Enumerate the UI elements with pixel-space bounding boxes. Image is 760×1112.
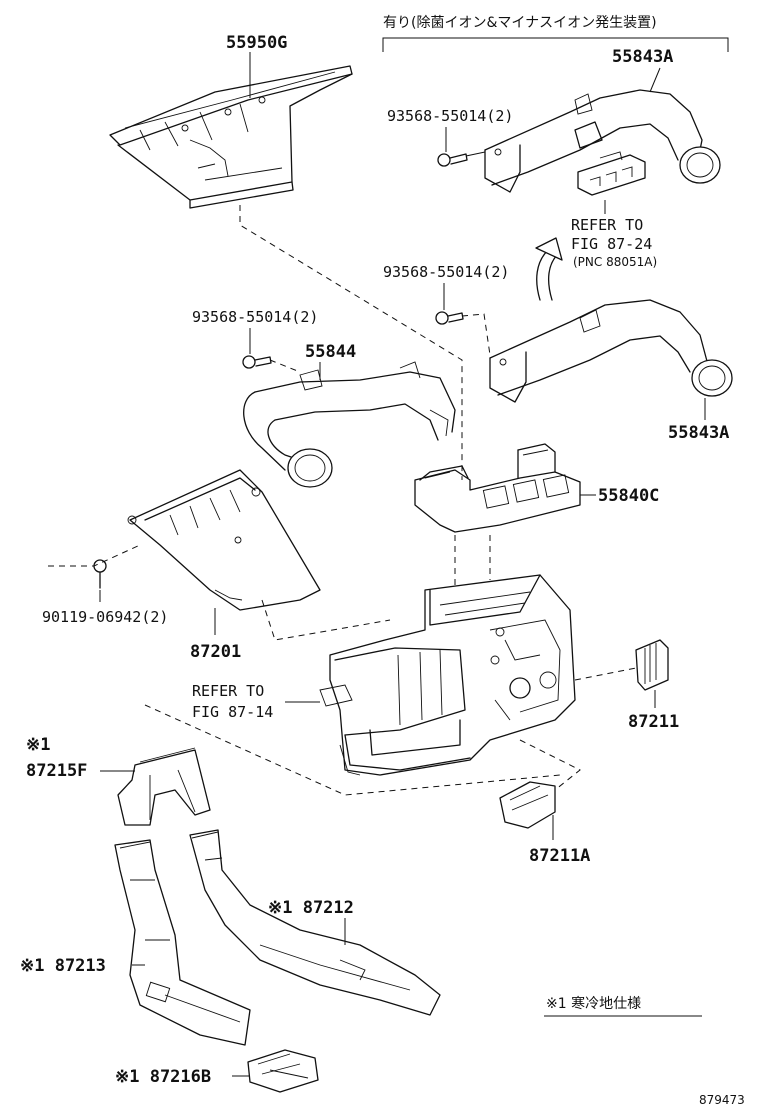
label-87211A: 87211A bbox=[529, 846, 590, 866]
dash-87201 bbox=[261, 599, 391, 641]
leader-55843A-top bbox=[649, 67, 661, 93]
label-55843A-bottom: 55843A bbox=[668, 423, 729, 443]
label-90119: 90119-06942(2) bbox=[42, 608, 168, 626]
duct-87215F bbox=[117, 747, 211, 826]
bolt-mid bbox=[435, 311, 464, 325]
duct-55844 bbox=[243, 361, 456, 488]
panel-55950G bbox=[109, 65, 353, 209]
label-55844: 55844 bbox=[305, 342, 356, 362]
bolt-top bbox=[437, 153, 468, 167]
dash-90119 bbox=[48, 544, 141, 567]
legend-cold-region: ※1 寒冷地仕様 bbox=[546, 995, 641, 1012]
diagram-id: 879473 bbox=[699, 1093, 745, 1107]
duct-87201 bbox=[127, 469, 321, 611]
label-87201: 87201 bbox=[190, 642, 241, 662]
register-55840C bbox=[414, 443, 581, 533]
label-87213: ※1 87213 bbox=[20, 956, 106, 976]
dash-cold-parts bbox=[144, 704, 561, 796]
label-bolt-left: 93568-55014(2) bbox=[192, 308, 318, 326]
label-bolt-top: 93568-55014(2) bbox=[387, 107, 513, 125]
label-87211: 87211 bbox=[628, 712, 679, 732]
header-bracket bbox=[382, 37, 729, 52]
duct-87212 bbox=[189, 829, 441, 1016]
curved-arrow bbox=[535, 237, 563, 301]
refer-87-24-line1: REFER TO bbox=[571, 216, 643, 234]
label-87216B: ※1 87216B bbox=[115, 1067, 211, 1087]
dash-bolt-left bbox=[269, 359, 301, 373]
label-55950G: 55950G bbox=[226, 33, 287, 53]
mark1-87215F: ※1 bbox=[26, 735, 50, 755]
duct-55843A-upper bbox=[484, 89, 721, 193]
refer-87-14-line2: FIG 87-14 bbox=[192, 703, 273, 721]
refer-87-14-line1: REFER TO bbox=[192, 682, 264, 700]
hvac-unit bbox=[319, 574, 576, 776]
bolt-left bbox=[242, 355, 272, 369]
part-87211 bbox=[635, 639, 669, 691]
dash-87211 bbox=[574, 667, 637, 681]
header-note: 有り(除菌イオン&マイナスイオン発生装置) bbox=[383, 15, 657, 31]
part-87216B bbox=[247, 1049, 319, 1093]
ion-generator bbox=[577, 151, 646, 196]
leader-bolt-top-2 bbox=[465, 151, 486, 157]
label-55840C: 55840C bbox=[598, 486, 659, 506]
part-87211A bbox=[499, 781, 556, 829]
refer-87-24-line2: FIG 87-24 bbox=[571, 235, 652, 253]
dash-87211A bbox=[519, 739, 581, 791]
label-55843A-top: 55843A bbox=[612, 47, 673, 67]
duct-87213 bbox=[114, 839, 251, 1046]
dash-bolt-mid bbox=[461, 313, 491, 356]
label-87212: ※1 87212 bbox=[268, 898, 354, 918]
label-87215F: 87215F bbox=[26, 761, 87, 781]
duct-55843A-lower bbox=[489, 299, 733, 403]
bolt-90119 bbox=[93, 559, 107, 589]
pnc-code: (PNC 88051A) bbox=[573, 255, 657, 269]
label-bolt-mid: 93568-55014(2) bbox=[383, 263, 509, 281]
